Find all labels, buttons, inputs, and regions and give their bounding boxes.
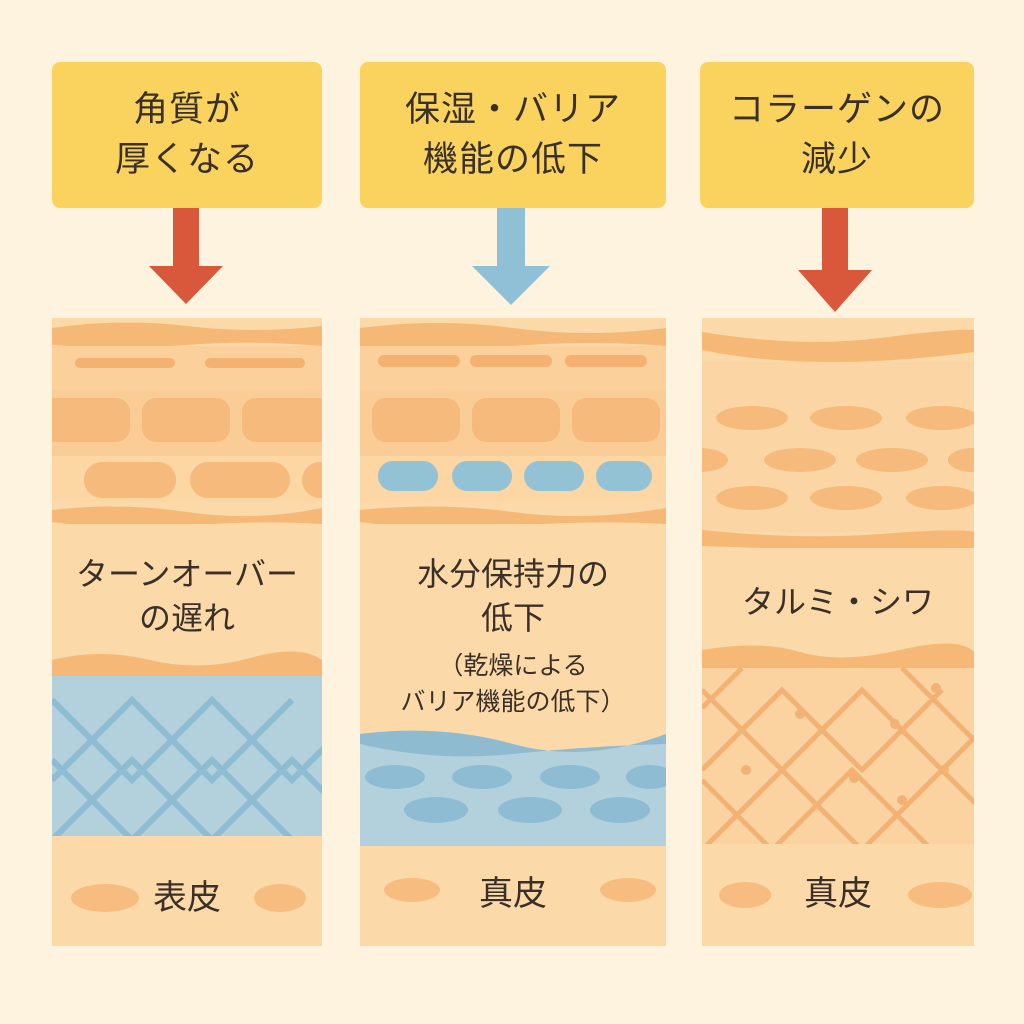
note-panel-2: （乾燥による バリア機能の低下） xyxy=(400,651,626,716)
arrow-panel-1 xyxy=(149,208,223,304)
header-box-panel-2: 保湿・バリア 機能の低下 xyxy=(360,62,666,208)
caption-panel-3: タルミ・シワ xyxy=(741,583,934,621)
caption-panel-2: 水分保持力の 低下 xyxy=(416,555,609,637)
arrow-panel-2 xyxy=(472,208,550,305)
skin-column-panel-2 xyxy=(360,318,666,946)
layer-label-panel-2: 真皮 xyxy=(479,874,547,914)
layer-label-panel-3: 真皮 xyxy=(804,874,872,914)
header-box-panel-1: 角質が 厚くなる xyxy=(52,62,322,208)
header-label-panel-1: 角質が 厚くなる xyxy=(114,90,259,180)
arrow-panel-3 xyxy=(798,208,872,312)
header-label-panel-2: 保湿・バリア 機能の低下 xyxy=(404,90,621,180)
skin-column-panel-3 xyxy=(702,318,974,946)
skin-column-panel-1 xyxy=(52,318,322,946)
caption-panel-1: ターンオーバー の遅れ xyxy=(75,555,299,637)
header-label-panel-3: コラーゲンの 減少 xyxy=(728,90,945,180)
layer-label-panel-1: 表皮 xyxy=(153,878,221,918)
header-box-panel-3: コラーゲンの 減少 xyxy=(700,62,974,208)
